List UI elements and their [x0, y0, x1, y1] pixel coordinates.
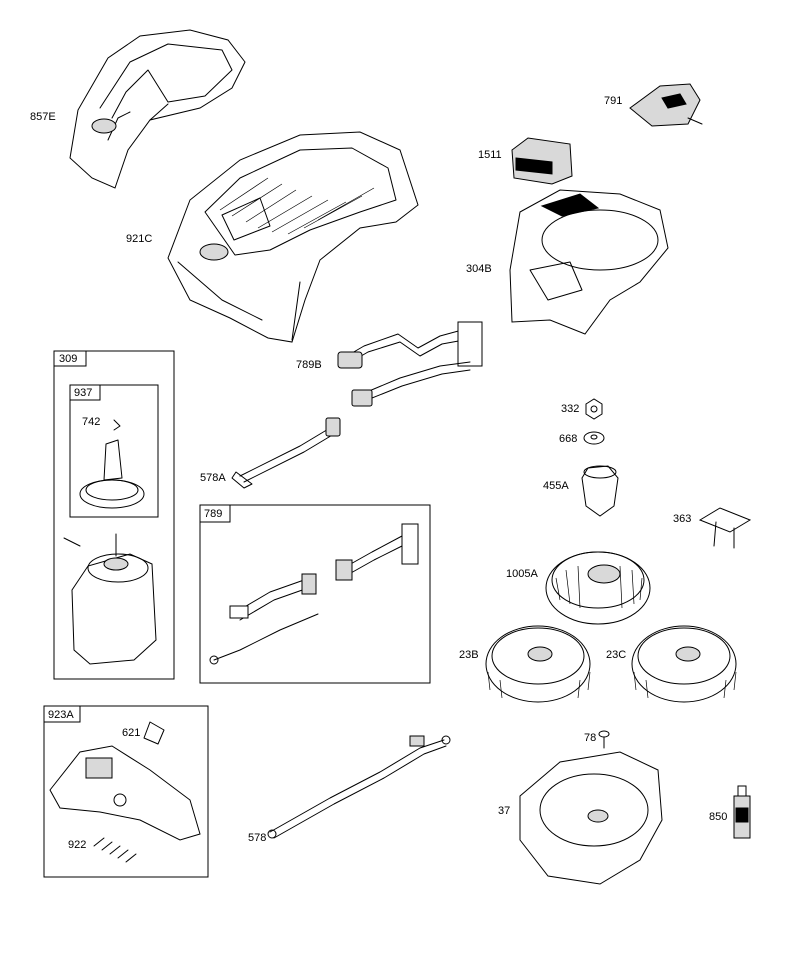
kit-box-309-label: 309 [59, 353, 77, 365]
label-455a: 455A [543, 480, 569, 492]
part-363-drawing [698, 507, 752, 549]
label-578: 578 [248, 832, 266, 844]
part-578-drawing [267, 735, 451, 839]
label-668: 668 [559, 433, 577, 445]
label-922: 922 [68, 839, 86, 851]
part-791-drawing [629, 83, 703, 127]
part-23b-drawing [485, 625, 591, 703]
starter-gear-drawing [79, 419, 145, 509]
part-332-drawing [585, 398, 603, 420]
label-78: 78 [584, 732, 596, 744]
part-789b-drawing [337, 321, 483, 407]
part-23c-drawing [631, 625, 737, 703]
label-332: 332 [561, 403, 579, 415]
part-78-drawing [598, 730, 610, 749]
label-789b: 789B [296, 359, 322, 371]
label-578a: 578A [200, 472, 226, 484]
label-921c: 921C [126, 233, 152, 245]
kit-box-309: 309 [53, 350, 175, 680]
label-304b: 304B [466, 263, 492, 275]
kit-box-923a: 923A [43, 705, 209, 878]
part-1005a-drawing [545, 551, 651, 625]
kit-box-923a-label: 923A [48, 709, 74, 721]
part-304b-drawing [509, 189, 669, 335]
label-37: 37 [498, 805, 510, 817]
kit-box-937: 937 [69, 384, 159, 518]
label-1511: 1511 [478, 149, 502, 161]
starter-motor-drawing [63, 533, 157, 665]
label-363: 363 [673, 513, 691, 525]
label-850: 850 [709, 811, 727, 823]
callout-labels: 857E 921C 791 1511 304B 789B 578A 332 66… [30, 95, 727, 851]
kit-box-789: 789 [199, 504, 431, 684]
label-791: 791 [604, 95, 622, 107]
part-668-drawing [583, 431, 605, 445]
label-857e: 857E [30, 111, 56, 123]
part-578a-drawing [231, 417, 341, 489]
kit-box-937-label: 937 [74, 387, 92, 399]
part-455a-drawing [581, 465, 619, 517]
governor-bracket-drawing [49, 721, 201, 863]
part-850-drawing [733, 785, 751, 839]
label-742: 742 [82, 416, 100, 428]
part-37-drawing [519, 751, 663, 885]
label-23c: 23C [606, 649, 626, 661]
part-1511-drawing [511, 137, 573, 185]
kit-789-harness-drawing [209, 523, 419, 665]
blower-housing-main-drawing [167, 131, 419, 343]
blower-housing-upper-drawing [69, 29, 246, 189]
label-621: 621 [122, 727, 140, 739]
label-1005a: 1005A [506, 568, 538, 580]
label-23b: 23B [459, 649, 479, 661]
kit-box-789-label: 789 [204, 508, 222, 520]
